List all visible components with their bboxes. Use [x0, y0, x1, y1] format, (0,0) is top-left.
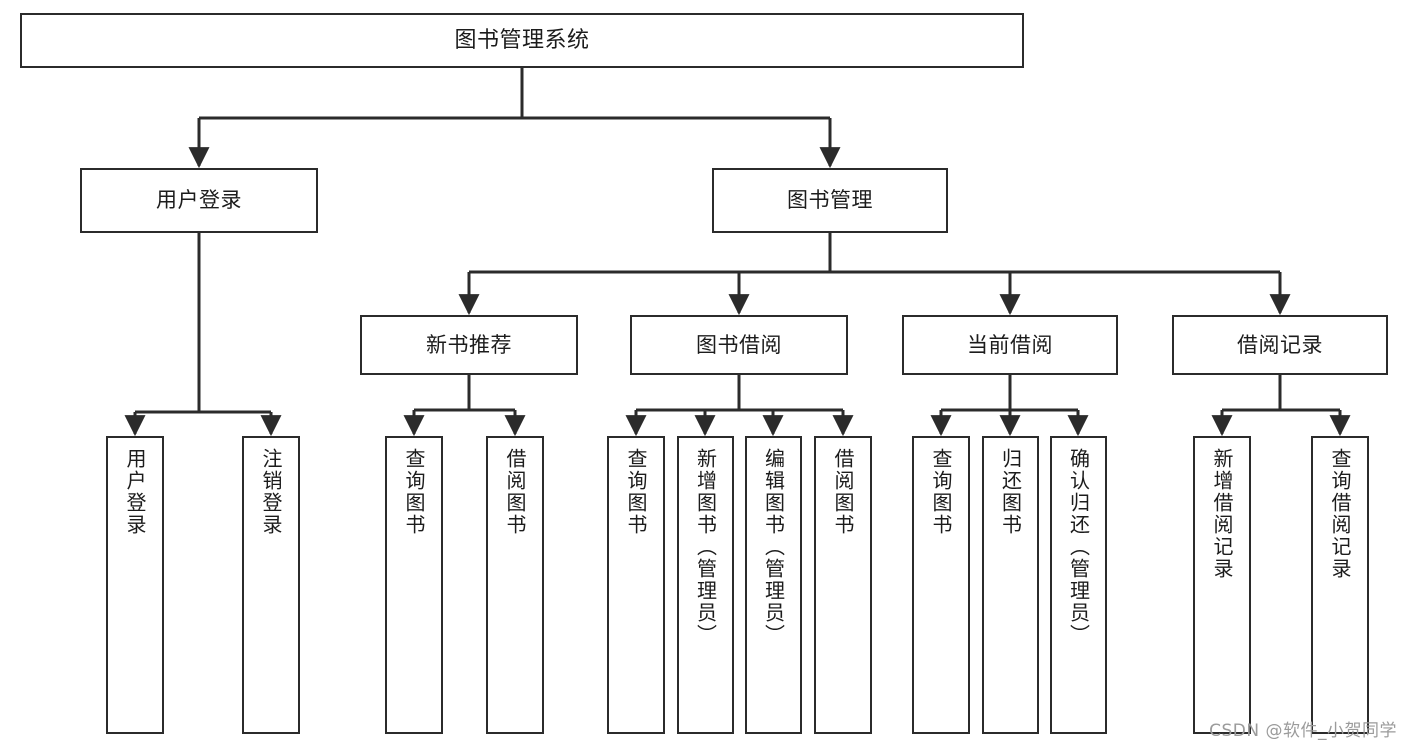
node-book-borrow[interactable]: 图书借阅 [630, 315, 848, 375]
node-user-login[interactable]: 用户登录 [80, 168, 318, 233]
node-borrow-record-label: 借阅记录 [1237, 332, 1323, 357]
node-new-book-rec-label: 新书推荐 [426, 332, 512, 357]
leaf-query-record[interactable]: 查询借阅记录 [1311, 436, 1369, 734]
node-book-borrow-label: 图书借阅 [696, 332, 782, 357]
leaf-add-book-label: 新增图书（管理员） [693, 448, 718, 646]
leaf-borrow-book-2-label: 借阅图书 [831, 448, 855, 536]
leaf-confirm-return-label: 确认归还（管理员） [1066, 448, 1091, 646]
csdn-watermark: CSDN @软件_小贺同学 [1209, 721, 1397, 741]
leaf-query-book-2[interactable]: 查询图书 [607, 436, 665, 734]
node-current-borrow[interactable]: 当前借阅 [902, 315, 1118, 375]
leaf-user-login[interactable]: 用户登录 [106, 436, 164, 734]
node-user-login-label: 用户登录 [156, 188, 242, 213]
leaf-query-book-3-label: 查询图书 [929, 448, 953, 536]
leaf-query-book-1[interactable]: 查询图书 [385, 436, 443, 734]
leaf-borrow-book-1-label: 借阅图书 [503, 448, 527, 536]
leaf-add-book[interactable]: 新增图书（管理员） [677, 436, 734, 734]
node-borrow-record[interactable]: 借阅记录 [1172, 315, 1388, 375]
node-root[interactable]: 图书管理系统 [20, 13, 1024, 68]
node-current-borrow-label: 当前借阅 [967, 332, 1053, 357]
leaf-edit-book-label: 编辑图书（管理员） [761, 448, 786, 646]
leaf-return-book-label: 归还图书 [998, 448, 1023, 536]
node-new-book-rec[interactable]: 新书推荐 [360, 315, 578, 375]
leaf-query-record-label: 查询借阅记录 [1328, 448, 1352, 580]
leaf-user-logout[interactable]: 注销登录 [242, 436, 300, 734]
leaf-confirm-return[interactable]: 确认归还（管理员） [1050, 436, 1107, 734]
leaf-user-logout-label: 注销登录 [259, 448, 283, 536]
leaf-edit-book[interactable]: 编辑图书（管理员） [745, 436, 802, 734]
node-root-label: 图书管理系统 [454, 27, 590, 53]
node-book-manage[interactable]: 图书管理 [712, 168, 948, 233]
leaf-user-login-label: 用户登录 [123, 448, 147, 536]
leaf-borrow-book-2[interactable]: 借阅图书 [814, 436, 872, 734]
leaf-return-book[interactable]: 归还图书 [982, 436, 1039, 734]
leaf-query-book-2-label: 查询图书 [624, 448, 648, 536]
leaf-add-record[interactable]: 新增借阅记录 [1193, 436, 1251, 734]
leaf-query-book-3[interactable]: 查询图书 [912, 436, 970, 734]
node-book-manage-label: 图书管理 [787, 188, 873, 213]
leaf-query-book-1-label: 查询图书 [402, 448, 426, 536]
leaf-borrow-book-1[interactable]: 借阅图书 [486, 436, 544, 734]
leaf-add-record-label: 新增借阅记录 [1210, 448, 1234, 580]
